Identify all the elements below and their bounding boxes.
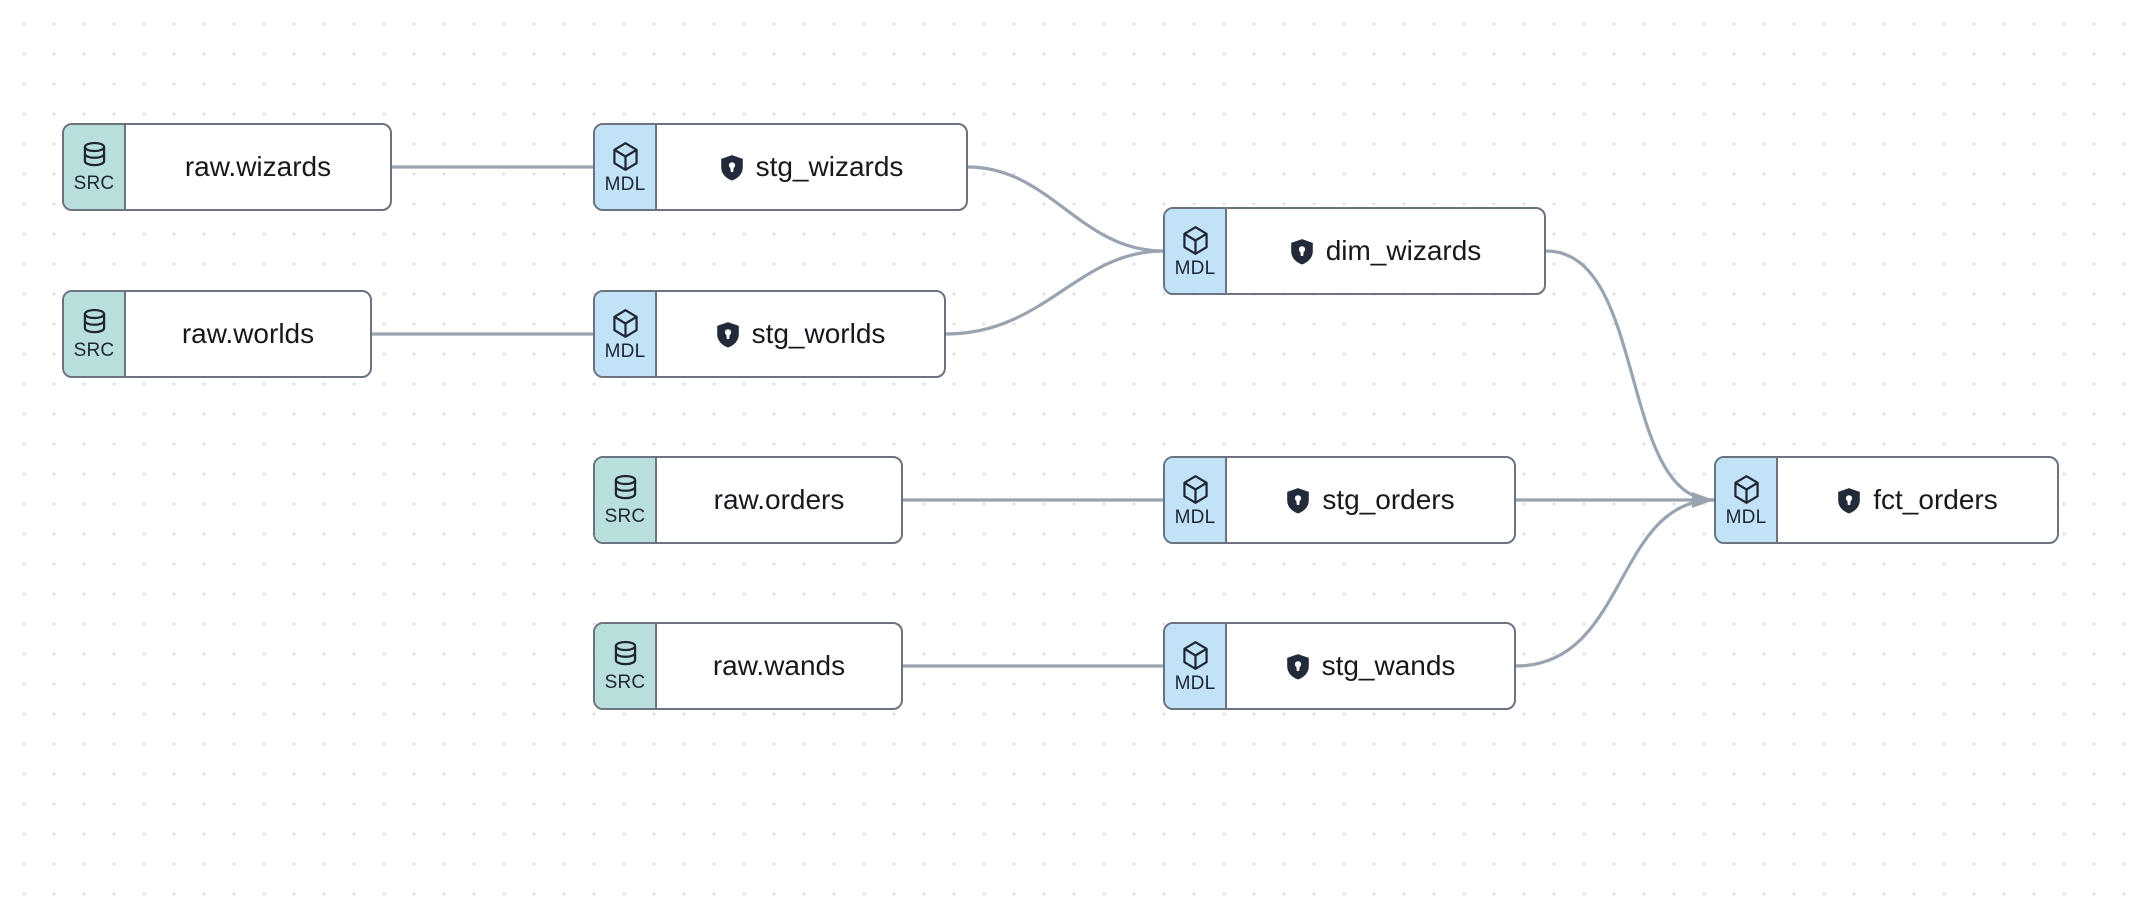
database-icon (81, 141, 108, 171)
badge-label: MDL (1174, 506, 1216, 528)
badge-label: SRC (604, 506, 646, 527)
node-label: raw.worlds (181, 318, 315, 349)
cube-icon (611, 141, 640, 172)
arrowhead-fct-orders (1692, 492, 1714, 508)
node-label: fct_orders (1873, 484, 1998, 515)
node-stg-wizards[interactable]: MDL stg_wizards (593, 123, 968, 211)
node-kind-badge-src: SRC (595, 624, 657, 708)
node-raw-worlds[interactable]: SRC raw.worlds (62, 290, 372, 378)
node-body: stg_orders (1227, 458, 1514, 542)
node-body: dim_wizards (1227, 209, 1544, 293)
node-label: raw.wands (712, 650, 846, 681)
edge-stg-wizards-to-dim-wizards (966, 165, 1165, 253)
node-kind-badge-src: SRC (64, 292, 126, 376)
database-icon (612, 640, 639, 670)
cube-icon (1181, 640, 1210, 671)
node-label: raw.wizards (184, 151, 332, 182)
node-raw-wands[interactable]: SRC raw.wands (593, 622, 903, 710)
database-icon (81, 308, 108, 338)
node-kind-badge-mdl: MDL (1165, 458, 1227, 542)
node-kind-badge-src: SRC (595, 458, 657, 542)
edge-dim-wizards-to-fct-orders (1544, 249, 1716, 502)
node-dim-wizards[interactable]: MDL dim_wizards (1163, 207, 1546, 295)
node-label: stg_wands (1321, 650, 1456, 681)
shield-lock-icon (716, 321, 740, 348)
node-kind-badge-mdl: MDL (1165, 624, 1227, 708)
cube-icon (611, 308, 640, 339)
node-body: raw.worlds (126, 292, 370, 376)
shield-lock-icon (1286, 487, 1310, 514)
badge-label: MDL (1174, 672, 1216, 694)
badge-label: MDL (1725, 506, 1767, 528)
shield-lock-icon (1837, 487, 1861, 514)
node-body: raw.wands (657, 624, 901, 708)
node-label: stg_worlds (751, 318, 886, 349)
node-body: stg_worlds (657, 292, 944, 376)
node-raw-orders[interactable]: SRC raw.orders (593, 456, 903, 544)
edge-stg-wands-to-fct-orders (1514, 498, 1716, 668)
badge-label: MDL (604, 173, 646, 195)
badge-label: SRC (604, 672, 646, 693)
node-label: stg_orders (1322, 484, 1455, 515)
shield-lock-icon (1286, 653, 1310, 680)
node-stg-orders[interactable]: MDL stg_orders (1163, 456, 1516, 544)
node-kind-badge-mdl: MDL (595, 292, 657, 376)
node-body: stg_wizards (657, 125, 966, 209)
node-kind-badge-mdl: MDL (1165, 209, 1227, 293)
database-icon (612, 474, 639, 504)
edge-stg-worlds-to-dim-wizards (944, 249, 1165, 336)
node-stg-worlds[interactable]: MDL stg_worlds (593, 290, 946, 378)
node-raw-wizards[interactable]: SRC raw.wizards (62, 123, 392, 211)
node-label: dim_wizards (1325, 235, 1482, 266)
badge-label: SRC (73, 173, 115, 194)
cube-icon (1181, 474, 1210, 505)
shield-lock-icon (1290, 238, 1314, 265)
badge-label: MDL (1174, 257, 1216, 279)
badge-label: MDL (604, 340, 646, 362)
node-kind-badge-mdl: MDL (595, 125, 657, 209)
node-kind-badge-mdl: MDL (1716, 458, 1778, 542)
node-body: fct_orders (1778, 458, 2057, 542)
node-stg-wands[interactable]: MDL stg_wands (1163, 622, 1516, 710)
node-label: stg_wizards (755, 151, 904, 182)
cube-icon (1732, 474, 1761, 505)
badge-label: SRC (73, 340, 115, 361)
shield-lock-icon (720, 154, 744, 181)
node-body: stg_wands (1227, 624, 1514, 708)
node-fct-orders[interactable]: MDL fct_orders (1714, 456, 2059, 544)
node-body: raw.wizards (126, 125, 390, 209)
cube-icon (1181, 225, 1210, 256)
node-body: raw.orders (657, 458, 901, 542)
node-label: raw.orders (713, 484, 845, 515)
node-kind-badge-src: SRC (64, 125, 126, 209)
